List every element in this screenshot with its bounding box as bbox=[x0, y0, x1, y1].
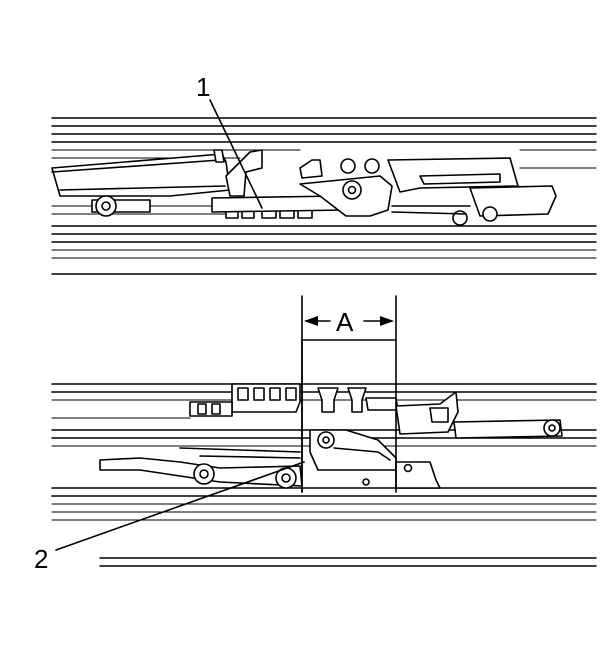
top-latch-mechanism bbox=[211, 149, 417, 219]
bottom-latch-plate bbox=[309, 429, 441, 489]
bottom-right-bracket bbox=[395, 391, 563, 439]
dimension-a-label: A bbox=[336, 307, 354, 337]
dimension-a-frame bbox=[301, 295, 397, 493]
top-left-pivot-bolt bbox=[91, 195, 151, 217]
bottom-latch-pins bbox=[317, 387, 399, 413]
top-seat-frame bbox=[51, 149, 231, 197]
top-view-assembly bbox=[51, 117, 597, 275]
bottom-seat-frame bbox=[189, 383, 301, 417]
bottom-view-assembly bbox=[51, 383, 597, 567]
callout-1-label: 1 bbox=[196, 72, 210, 102]
callout-1-leader bbox=[209, 99, 263, 209]
bottom-link-arm bbox=[99, 447, 303, 489]
callout-2-leader bbox=[55, 461, 305, 551]
top-rail-lines bbox=[51, 117, 597, 275]
top-release-lever bbox=[299, 157, 557, 226]
callout-2-label: 2 bbox=[34, 544, 48, 574]
dimension-a-arrows bbox=[304, 316, 394, 326]
